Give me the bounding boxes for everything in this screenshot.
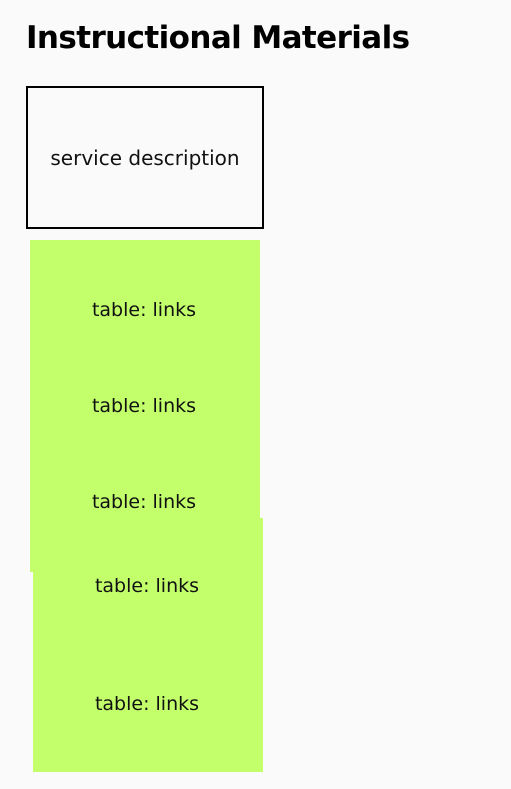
table-links-label: table: links — [91, 491, 197, 513]
page-title: Instructional Materials — [26, 20, 410, 56]
table-links-label: table: links — [94, 693, 200, 715]
sticky-note-links-group-2[interactable] — [33, 518, 263, 772]
service-description-label: service description — [50, 145, 240, 170]
table-links-label: table: links — [94, 575, 200, 597]
service-description-box[interactable]: service description — [26, 86, 264, 229]
sticky-note-links-group-1[interactable] — [30, 240, 260, 572]
table-links-label: table: links — [91, 299, 197, 321]
table-links-label: table: links — [91, 395, 197, 417]
